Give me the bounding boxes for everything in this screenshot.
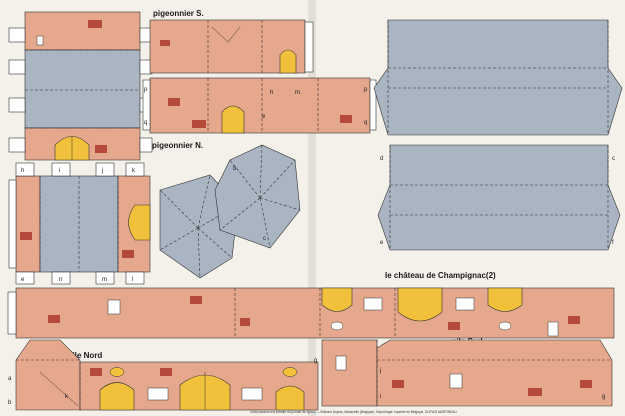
svg-text:g: g bbox=[314, 358, 317, 364]
svg-text:k: k bbox=[65, 394, 69, 400]
net-right-roofs: d c e f bbox=[373, 19, 623, 251]
svg-text:e: e bbox=[380, 240, 384, 246]
svg-text:c: c bbox=[612, 156, 615, 162]
svg-text:b: b bbox=[233, 166, 237, 172]
net-facade-strip bbox=[7, 287, 615, 339]
svg-text:c: c bbox=[263, 236, 266, 242]
svg-text:b: b bbox=[8, 400, 12, 406]
svg-text:k: k bbox=[132, 168, 136, 174]
svg-text:l: l bbox=[132, 277, 133, 283]
net-aile-sud: g j i g bbox=[314, 339, 613, 407]
svg-text:d: d bbox=[380, 156, 383, 162]
label-aile-nord: aile Nord bbox=[68, 351, 102, 360]
svg-text:m: m bbox=[295, 90, 300, 96]
svg-text:i: i bbox=[380, 394, 381, 400]
svg-text:f: f bbox=[612, 240, 614, 246]
svg-text:e: e bbox=[21, 277, 25, 283]
net-aile-nord: a k b bbox=[8, 339, 319, 411]
arched-door-icon bbox=[275, 385, 305, 411]
svg-text:g: g bbox=[602, 394, 605, 400]
svg-text:j: j bbox=[379, 368, 381, 374]
bricks-decoration bbox=[88, 20, 102, 28]
binding-shadow bbox=[308, 0, 316, 416]
svg-text:h: h bbox=[270, 90, 273, 96]
svg-text:e: e bbox=[262, 114, 266, 120]
arch-icon bbox=[397, 287, 443, 322]
arch-icon bbox=[487, 287, 523, 312]
svg-text:j: j bbox=[101, 168, 103, 174]
svg-text:p: p bbox=[364, 87, 368, 93]
arched-door-icon bbox=[221, 105, 245, 134]
side-door-icon bbox=[128, 204, 151, 241]
label-pigeonnier-n: pigeonnier N. bbox=[152, 141, 203, 150]
net-top-left bbox=[8, 11, 153, 161]
svg-text:i: i bbox=[59, 168, 60, 174]
net-left-middle: h i j k e n m l bbox=[8, 162, 151, 285]
net-pigeonnier-n-roofs: b c bbox=[159, 144, 301, 279]
svg-text:q: q bbox=[364, 120, 367, 126]
arched-door-icon bbox=[279, 49, 297, 74]
arch-icon bbox=[321, 287, 353, 312]
label-pigeonnier-s: pigeonnier S. bbox=[153, 9, 204, 18]
svg-text:n: n bbox=[59, 277, 62, 283]
svg-text:h: h bbox=[21, 168, 24, 174]
label-chateau-title: le château de Champignac(2) bbox=[385, 271, 496, 280]
svg-text:a: a bbox=[8, 376, 12, 382]
svg-text:m: m bbox=[102, 277, 107, 283]
svg-text:p: p bbox=[144, 87, 148, 93]
net-pigeonnier-s: p q h m e p q bbox=[142, 19, 377, 134]
footer-credits: Cette planche est extraite du journal de… bbox=[250, 409, 457, 414]
svg-text:q: q bbox=[144, 120, 147, 126]
arched-door-icon bbox=[99, 382, 135, 411]
